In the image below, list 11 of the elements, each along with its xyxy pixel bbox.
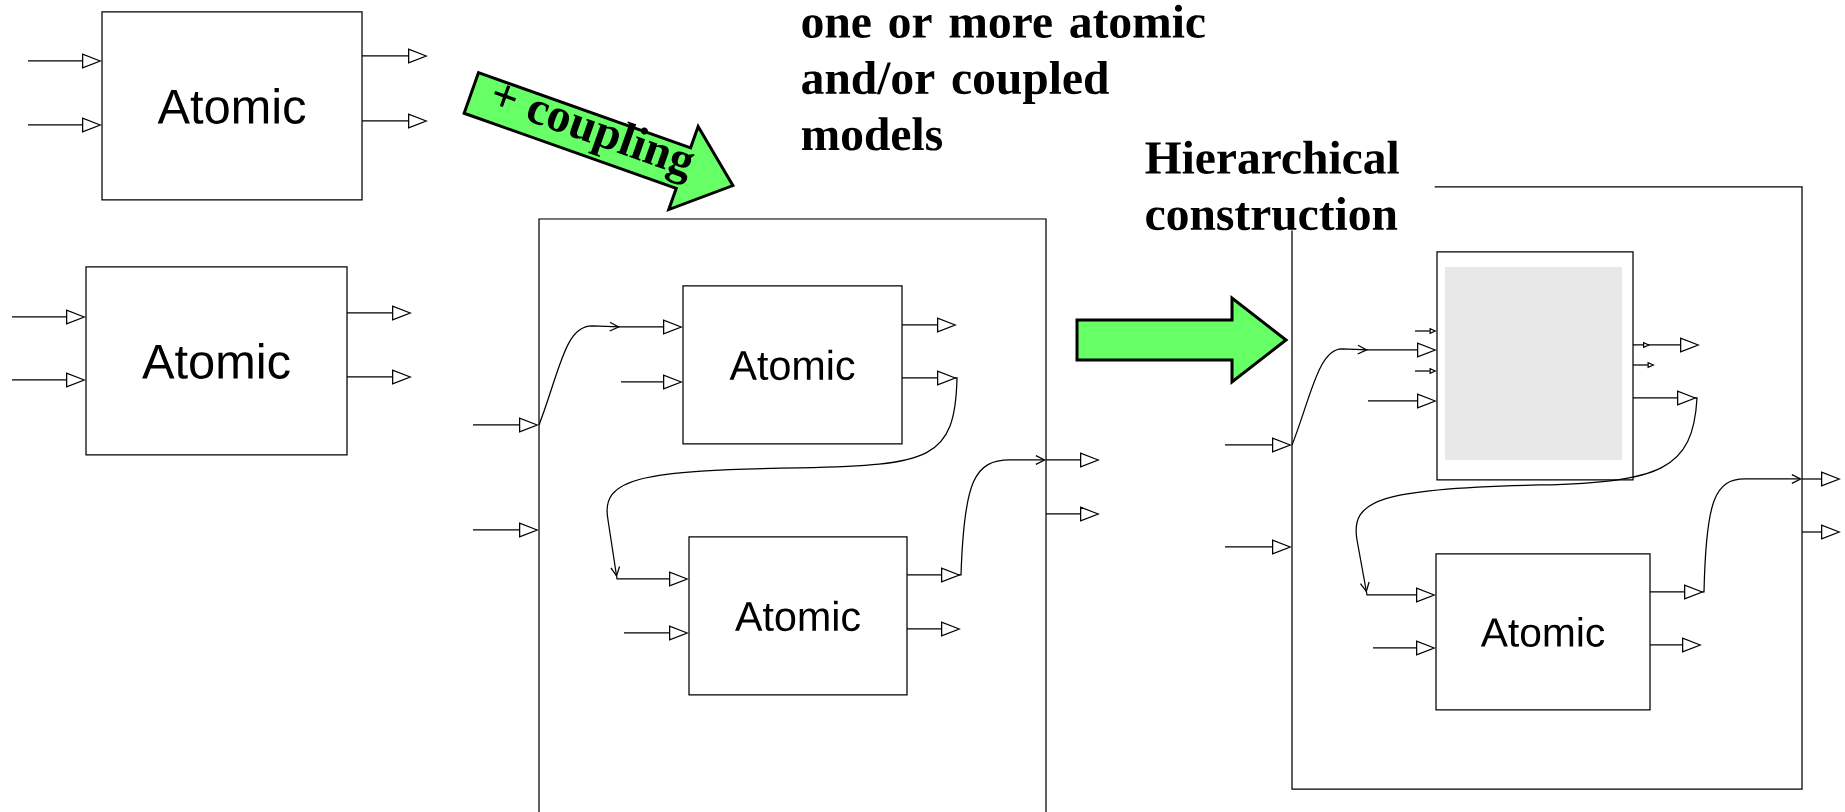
model-box: Atomic bbox=[101, 11, 363, 201]
model-box: Atomic bbox=[688, 536, 908, 696]
nested-model-box bbox=[1436, 251, 1634, 481]
coupling-arrow bbox=[906, 455, 1046, 583]
model-box: Atomic bbox=[682, 285, 903, 445]
block-arrow bbox=[1075, 294, 1289, 386]
model-box: Atomic bbox=[85, 266, 348, 456]
coupling-arrow bbox=[1355, 390, 1698, 603]
model-box: Atomic bbox=[1435, 553, 1651, 711]
coupling-arrow bbox=[1649, 474, 1802, 600]
coupling-arrow bbox=[606, 370, 958, 587]
